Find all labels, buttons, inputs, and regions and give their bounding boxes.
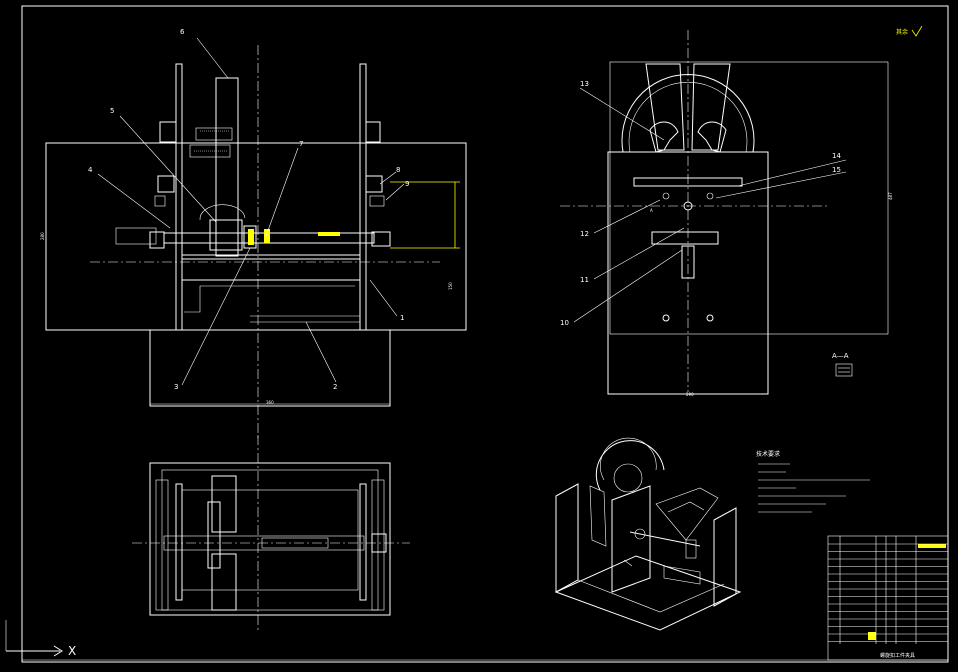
dim-front-height: 280 bbox=[40, 232, 45, 240]
side-callouts: 13 14 15 12 11 10 bbox=[560, 80, 847, 327]
title-block-name: 螺旋扣工件夹具 bbox=[880, 652, 915, 659]
drawing-frame bbox=[21, 5, 949, 663]
callout-5: 5 bbox=[110, 107, 114, 115]
callout-2: 2 bbox=[333, 383, 337, 391]
callout-13: 13 bbox=[580, 80, 589, 88]
roughness-symbol: 其余 bbox=[896, 25, 923, 37]
callout-11: 11 bbox=[580, 276, 589, 284]
callout-3: 3 bbox=[174, 383, 178, 391]
roughness-note: 其余 bbox=[896, 28, 908, 36]
callout-14: 14 bbox=[832, 152, 841, 160]
tech-requirements: 技术要求 bbox=[756, 450, 870, 513]
front-view bbox=[45, 45, 467, 440]
section-mark: A bbox=[650, 208, 653, 213]
callout-6: 6 bbox=[180, 28, 185, 36]
callout-8: 8 bbox=[396, 166, 400, 174]
top-view bbox=[132, 435, 410, 630]
ucs-x-label: X bbox=[68, 644, 76, 658]
front-dimensions: 360 280 150 bbox=[40, 232, 453, 405]
front-callouts: 6 5 4 7 8 9 1 3 2 bbox=[88, 28, 409, 391]
callout-1: 1 bbox=[400, 314, 404, 322]
callout-12: 12 bbox=[580, 230, 589, 238]
callout-7: 7 bbox=[299, 140, 303, 148]
title-block: 螺旋扣工件夹具 bbox=[827, 535, 949, 661]
dim-side-height: 487 bbox=[888, 192, 893, 200]
callout-15: 15 bbox=[832, 166, 841, 174]
side-view: 290 487 A bbox=[560, 30, 893, 397]
dim-side-width: 290 bbox=[686, 392, 694, 397]
section-label: A—A bbox=[832, 352, 853, 377]
dim-front-width: 360 bbox=[266, 400, 274, 405]
callout-9: 9 bbox=[405, 180, 409, 188]
isometric-view bbox=[554, 437, 742, 631]
callout-10: 10 bbox=[560, 319, 569, 327]
callout-4: 4 bbox=[88, 166, 93, 174]
section-title: A—A bbox=[832, 352, 849, 360]
tech-title: 技术要求 bbox=[756, 450, 780, 458]
dim-right: 150 bbox=[448, 282, 453, 290]
ucs-icon: X bbox=[5, 620, 76, 658]
